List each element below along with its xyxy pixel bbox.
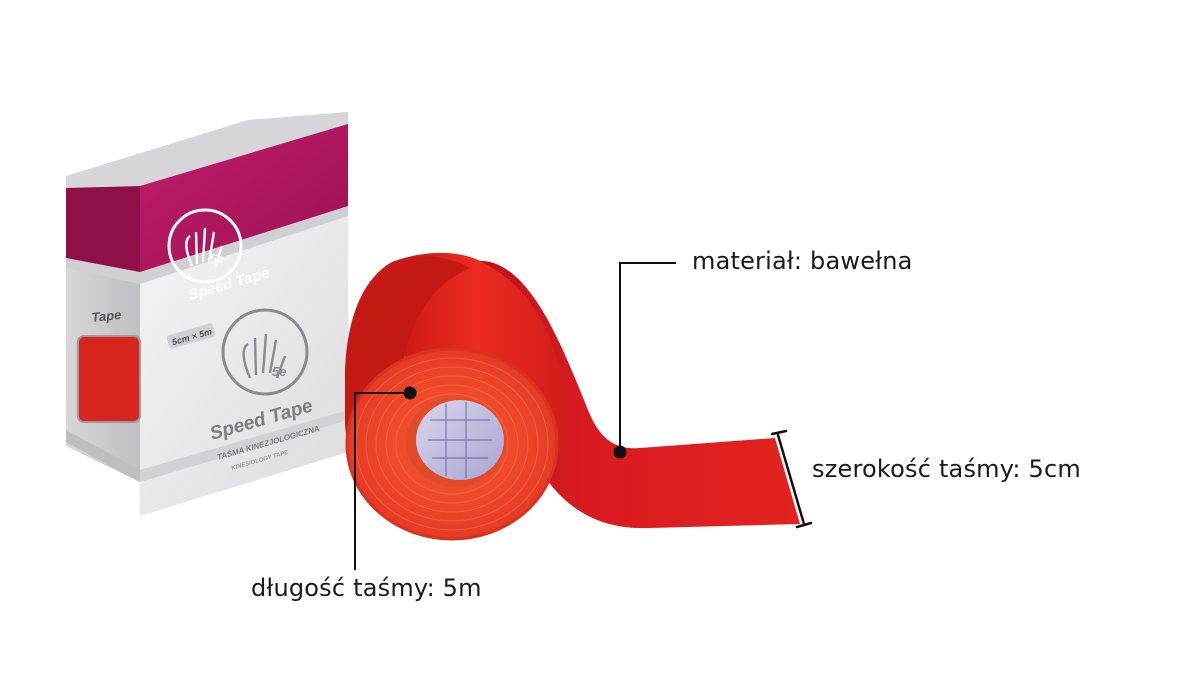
product-box: Tape 5e Speed Tape 5cm × 5m 5e Speed Tap… [66,112,348,516]
width-bracket-icon [770,429,813,529]
leader-dot-icon [403,386,417,400]
length-label: długość taśmy: 5m [251,574,482,602]
tape-roll [345,252,800,541]
hand-logo-icon [242,333,287,379]
width-label: szerokość taśmy: 5cm [812,455,1081,483]
svg-text:Tape: Tape [91,307,122,325]
callout-length [354,386,417,570]
callout-material [613,262,676,459]
leader-dot-icon [613,445,627,459]
box-logo-mark-top: 5e [210,252,224,266]
box-logo-mark-front: 5e [272,364,286,379]
material-label: materiał: bawełna [692,247,913,275]
hand-logo-icon [185,227,224,267]
